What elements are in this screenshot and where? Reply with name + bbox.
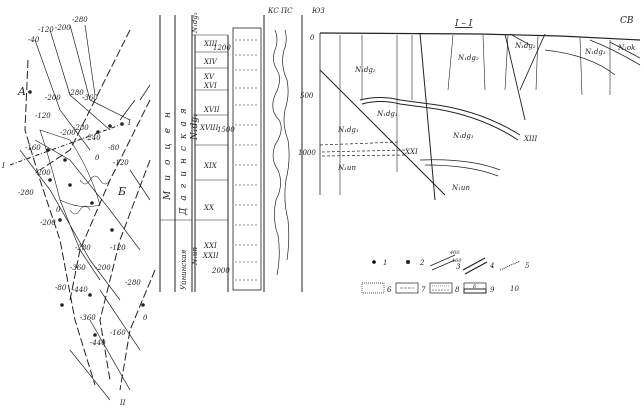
direction-sw-label: ЮЗ [311,7,325,15]
unit-label: N₁un [451,184,470,192]
contour-label: -360 [70,264,86,272]
depth-label: 1200 [213,44,231,52]
contour-label: 0 [95,154,100,162]
contour-label: -80 [108,144,120,152]
point-label-a: A [17,85,26,98]
contour-label: -200 [45,94,61,102]
section-line-ii-label: II [119,399,126,407]
contour-label: -200 [95,264,111,272]
contour-label: -440 [72,286,88,294]
unit-label: N₁dg₂ [457,54,479,62]
index-low: N₁un [191,247,199,266]
direction-ne-label: СВ [620,16,634,26]
legend-number: 3 [456,263,461,271]
unit-labels: N₁dg₂ N₁dg₂ N₁dg₂ N₁dg₃ N₁ok N₁dg₁ N₁dg₁… [337,42,635,192]
contour-label: -200 [35,169,51,177]
unit-label: N₁dg₂ [354,66,376,74]
legend-number: 1 [383,259,387,267]
legend-number: 2 [419,259,425,267]
depth-tick: 1000 [298,149,316,157]
unit-label: N₁dg₃ [584,48,606,56]
point-label-b: Б [117,185,126,198]
cross-section: ЮЗ СВ I – I 0 500 1000 N₁dg₂ N₁dg₂ N₁dg₂… [298,7,641,201]
horizon-label: XX [203,204,215,212]
legend-number: 8 [455,286,460,294]
stratigraphic-column: Миоцен Дагинская Уйнинская N₁dg₂ N₁dg₁ N… [159,7,303,292]
legend-number: 4 [489,262,494,270]
contour-labels: -40 -120 -200 -280 -200 -280 -360 -120 -… [18,16,148,347]
contour-label: -280 [75,244,91,252]
contour-label: -200 [55,24,71,32]
section-line-end-label: I [127,119,131,127]
index-mid: N₁dg₁ [190,113,200,141]
suite-lower-label: Уйнинская [180,249,188,290]
horizon-label: XV [203,73,215,81]
system-label: Миоцен [163,102,173,201]
unit-label: N₁un [337,164,356,172]
legend-number: 5 [525,262,530,270]
legend: 1 2 400 160 3 4 5 6 7 8 б 9 10 [361,250,530,294]
contour-label: -440 [90,339,106,347]
horizon-label: XXI [404,148,418,156]
unit-label: N₁dg₁ [452,132,474,140]
index-top: N₁dg₂ [191,12,199,34]
legend-number: 10 [510,285,519,293]
contour-label: -200 [60,129,76,137]
contour-label: -280 [125,279,141,287]
suite-upper-label: Дагинская [179,101,189,216]
section-line-start-label: I [1,162,5,170]
legend-value: 160 [452,258,462,264]
legend-symbol-1 [372,260,376,264]
legend-sublabel: б [473,283,477,290]
legend-symbol-2 [406,260,410,264]
log-header: КС ПС [267,7,293,15]
contour-label: -120 [113,159,129,167]
contour-label: -120 [110,244,126,252]
unit-label: N₁dg₁ [337,126,359,134]
structure-map: A I I Б II -40 -120 -200 -280 -200 -280 … [1,16,156,407]
depth-tick: 500 [300,92,314,100]
contour-label: -240 [85,134,101,142]
contour-label: 0 [56,206,61,214]
horizon-label: XIV [203,58,218,66]
contour-label: -360 [80,314,96,322]
contour-label: -160 [110,329,126,337]
legend-number: 6 [387,286,392,294]
contour-label: -360 [82,94,98,102]
horizon-label: XVII [203,106,220,114]
unit-label: N₁dg₂ [514,42,536,50]
horizon-labels: XIII XIV XV XVI XVII XVIII XIX XX XXI XX… [199,40,220,260]
contour-label: -40 [28,36,40,44]
contour-label: -280 [18,189,34,197]
horizon-label: XIX [203,162,218,170]
contour-label: -280 [73,124,89,132]
contour-label: -120 [38,26,54,34]
depth-label: 1500 [217,126,235,134]
contour-label: -160 [25,144,41,152]
contour-label: -280 [72,16,88,24]
horizon-label: XIII [203,40,218,48]
contour-label: -200 [40,219,56,227]
horizon-label: XVI [203,82,217,90]
horizon-label: XIII [523,135,538,143]
contour-label: -120 [35,112,51,120]
contour-label: 0 [143,314,148,322]
depth-tick: 0 [310,34,315,42]
depth-label: 2000 [211,267,230,275]
horizon-label: XXI [203,242,217,250]
legend-number: 7 [421,286,426,294]
unit-label: N₁dg₁ [376,110,398,118]
contour-label: -280 [68,89,84,97]
legend-number: 9 [490,286,495,294]
contour-label: -80 [55,284,67,292]
legend-value: 400 [449,250,460,256]
horizon-label: XXII [202,252,219,260]
unit-label: N₁ok [617,44,635,52]
horizon-label: XVIII [199,124,219,132]
section-title: I – I [454,19,473,29]
